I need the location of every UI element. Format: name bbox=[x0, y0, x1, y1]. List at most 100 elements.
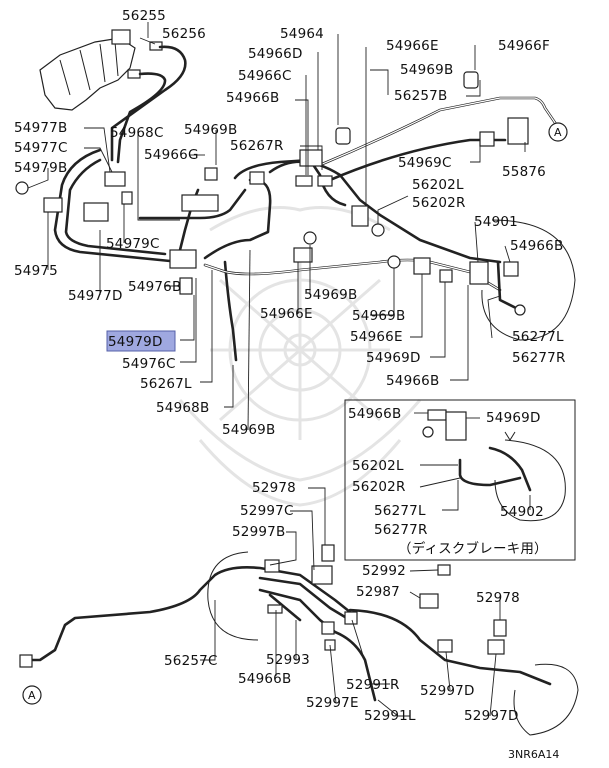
part-highlight bbox=[106, 330, 176, 352]
label-52992[interactable]: 52992 bbox=[362, 563, 406, 579]
label-54969d[interactable]: 54969D bbox=[366, 350, 421, 366]
bolt-54979c bbox=[121, 191, 133, 205]
label-52987[interactable]: 52987 bbox=[356, 584, 400, 600]
label-54977c[interactable]: 54977C bbox=[14, 140, 68, 156]
bracket-54979c bbox=[83, 202, 109, 222]
label-56256[interactable]: 56256 bbox=[162, 26, 206, 42]
label-54968b[interactable]: 54968B bbox=[156, 400, 209, 416]
label-54966b[interactable]: 54966B bbox=[238, 671, 291, 687]
callout-a-top bbox=[548, 122, 568, 142]
label-54976c[interactable]: 54976C bbox=[122, 356, 176, 372]
label-56202l[interactable]: 56202L bbox=[352, 458, 404, 474]
label-56267r[interactable]: 56267R bbox=[230, 138, 284, 154]
label-54966e[interactable]: 54966E bbox=[386, 38, 439, 54]
clip-54966c bbox=[295, 175, 313, 187]
label-56255[interactable]: 56255 bbox=[122, 8, 166, 24]
label-54977b[interactable]: 54977B bbox=[14, 120, 67, 136]
clip-54966e bbox=[293, 247, 313, 263]
clip-52997c bbox=[311, 565, 333, 585]
label-54966c[interactable]: 54966C bbox=[238, 68, 292, 84]
clip-52991r bbox=[344, 611, 358, 625]
bolt-54979b bbox=[15, 181, 29, 195]
leader-lines bbox=[27, 22, 531, 717]
label-56277r[interactable]: 56277R bbox=[374, 522, 428, 538]
label-54966f[interactable]: 54966F bbox=[498, 38, 550, 54]
label-52991l[interactable]: 52991L bbox=[364, 708, 416, 724]
clip-54966b bbox=[503, 261, 519, 277]
clip-52987 bbox=[419, 593, 439, 609]
label-56257c[interactable]: 56257C bbox=[164, 653, 218, 669]
label-52997d[interactable]: 52997D bbox=[420, 683, 475, 699]
label-54966b[interactable]: 54966B bbox=[510, 238, 563, 254]
label-54968c[interactable]: 54968C bbox=[110, 125, 164, 141]
label-54966b[interactable]: 54966B bbox=[386, 373, 439, 389]
label-56277l[interactable]: 56277L bbox=[374, 503, 426, 519]
label-56257b[interactable]: 56257B bbox=[394, 88, 447, 104]
bolt-54969b bbox=[303, 231, 317, 245]
bracket-54966e bbox=[351, 205, 369, 227]
bolt bbox=[422, 426, 434, 438]
label-55876[interactable]: 55876 bbox=[502, 164, 546, 180]
label-56277r[interactable]: 56277R bbox=[512, 350, 566, 366]
label-52997b[interactable]: 52997B bbox=[232, 524, 285, 540]
clip-52997d bbox=[437, 639, 453, 653]
label-52993[interactable]: 52993 bbox=[266, 652, 310, 668]
clip-54966d bbox=[299, 149, 323, 167]
nut-54969c bbox=[479, 131, 495, 147]
grommet-54964 bbox=[335, 127, 351, 145]
hose-outline bbox=[494, 439, 566, 522]
label-54975[interactable]: 54975 bbox=[14, 263, 58, 279]
nut-54969b bbox=[387, 255, 401, 269]
label-54966e[interactable]: 54966E bbox=[350, 329, 403, 345]
label-54964[interactable]: 54964 bbox=[280, 26, 324, 42]
part-labels: 56255 56256 54964 54966E 54966F 54966D 5… bbox=[14, 8, 566, 761]
label-54902[interactable]: 54902 bbox=[500, 504, 544, 520]
label-52978[interactable]: 52978 bbox=[476, 590, 520, 606]
label-52997c[interactable]: 52997C bbox=[240, 503, 294, 519]
label-54979b[interactable]: 54979B bbox=[14, 160, 67, 176]
label-56202r[interactable]: 56202R bbox=[412, 195, 466, 211]
clip-54977c bbox=[104, 171, 126, 187]
brake-hose-54901 bbox=[496, 260, 522, 312]
nut-52992 bbox=[437, 564, 451, 576]
label-54966d[interactable]: 54966D bbox=[248, 46, 303, 62]
label-54966b[interactable]: 54966B bbox=[348, 406, 401, 422]
label-54969b[interactable]: 54969B bbox=[222, 422, 275, 438]
callout-a-letter: A bbox=[28, 689, 36, 702]
label-54966e[interactable]: 54966E bbox=[260, 306, 313, 322]
label-54966b[interactable]: 54966B bbox=[226, 90, 279, 106]
inset-disc-brake bbox=[344, 399, 576, 561]
label-54969b[interactable]: 54969B bbox=[184, 122, 237, 138]
label-54969c[interactable]: 54969C bbox=[398, 155, 452, 171]
label-54969b[interactable]: 54969B bbox=[400, 62, 453, 78]
label-54979d[interactable]: 54979D bbox=[108, 334, 163, 350]
label-56267l[interactable]: 56267L bbox=[140, 376, 192, 392]
label-56202r[interactable]: 56202R bbox=[352, 479, 406, 495]
bolt-52978 bbox=[493, 619, 507, 637]
bracket-54966b bbox=[469, 261, 489, 285]
label-56277l[interactable]: 56277L bbox=[512, 329, 564, 345]
clip-54966e bbox=[413, 257, 431, 275]
nut-54969b bbox=[371, 223, 385, 237]
label-52991r[interactable]: 52991R bbox=[346, 677, 400, 693]
brake-pipes bbox=[53, 45, 562, 362]
label-54979c[interactable]: 54979C bbox=[106, 236, 160, 252]
label-54901[interactable]: 54901 bbox=[474, 214, 518, 230]
fitting bbox=[19, 654, 33, 668]
clip-54966b bbox=[317, 175, 333, 187]
label-54966g[interactable]: 54966G bbox=[144, 147, 199, 163]
label-54976b[interactable]: 54976B bbox=[128, 279, 181, 295]
components bbox=[15, 71, 576, 341]
label-52978[interactable]: 52978 bbox=[252, 480, 296, 496]
label-54977d[interactable]: 54977D bbox=[68, 288, 123, 304]
circle-outline bbox=[513, 663, 579, 736]
hose-outline bbox=[481, 219, 576, 341]
grommet-54966f bbox=[463, 71, 479, 89]
label-52997d[interactable]: 52997D bbox=[464, 708, 519, 724]
label-54969b[interactable]: 54969B bbox=[352, 308, 405, 324]
label-54969d[interactable]: 54969D bbox=[486, 410, 541, 426]
label-52997e[interactable]: 52997E bbox=[306, 695, 359, 711]
label-54969b[interactable]: 54969B bbox=[304, 287, 357, 303]
label-56202l[interactable]: 56202L bbox=[412, 177, 464, 193]
